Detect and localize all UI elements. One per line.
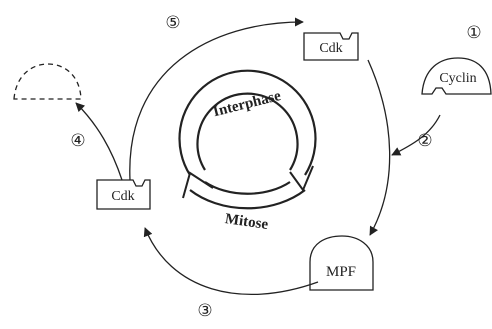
central-cycle-ring [178, 69, 317, 210]
mitose-left-arrowhead [182, 171, 214, 199]
arrow-step-2 [391, 114, 441, 156]
cdk-top-box: Cdk [303, 32, 359, 61]
step-label-2: ② [417, 131, 432, 150]
step-label-5: ⑤ [165, 13, 180, 32]
mitose-right-arrowhead [289, 165, 314, 193]
step-label-1: ① [466, 23, 481, 42]
cdk-top-label: Cdk [319, 41, 342, 56]
cdk-left-label: Cdk [111, 189, 134, 204]
arrow-step-3 [143, 227, 319, 295]
mpf-label: MPF [326, 264, 356, 280]
cdk-left-box: Cdk [96, 179, 151, 210]
degraded-cyclin-shape [13, 63, 82, 100]
arrow-cdk-to-mpf [367, 59, 391, 236]
arrow-step-5 [129, 17, 304, 181]
cyclin-shape: Cyclin [421, 57, 492, 95]
mpf-shape: MPF [309, 235, 374, 291]
cyclin-label: Cyclin [439, 71, 476, 86]
mitose-label: Mitose [224, 211, 269, 233]
arrow-step-4 [75, 102, 123, 181]
step-label-3: ③ [197, 301, 212, 320]
step-label-4: ④ [70, 131, 85, 150]
